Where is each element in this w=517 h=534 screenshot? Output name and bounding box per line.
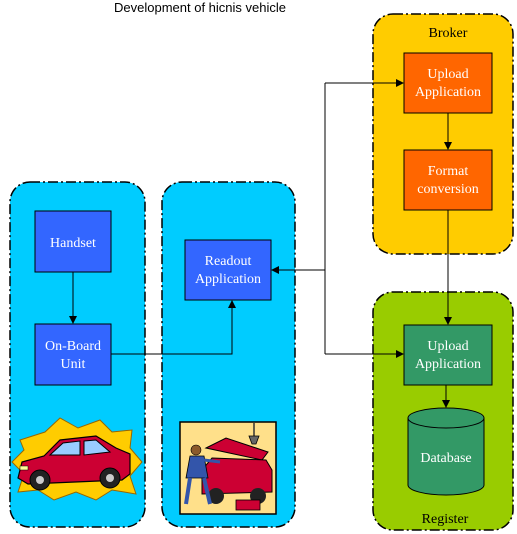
register-upload-label-line2: Application (415, 357, 481, 372)
handset-label: Handset (50, 236, 96, 251)
onboard-unit-label-line2: Unit (61, 357, 86, 372)
format-conversion-label-line2: conversion (417, 182, 478, 197)
register-upload-label-line1: Upload (427, 339, 468, 354)
register-label: Register (422, 512, 469, 527)
broker-panel (372, 13, 514, 255)
arrow-obu-to-readout (111, 300, 236, 355)
format-conversion-node (403, 149, 493, 211)
readout-application-label-line1: Readout (205, 254, 252, 269)
readout-application-label-line2: Application (195, 272, 261, 287)
onboard-unit-node (34, 323, 112, 386)
broker-upload-label-line1: Upload (427, 67, 468, 82)
database-node (407, 407, 485, 496)
mechanic-clipart-icon (179, 421, 277, 515)
car-clipart-icon (11, 417, 143, 501)
readout-application-node (184, 239, 272, 301)
format-conversion-label-line1: Format (428, 164, 469, 179)
broker-label: Broker (429, 26, 468, 41)
broker-upload-label-line2: Application (415, 85, 481, 100)
broker-upload-application-node (403, 52, 493, 114)
handset-node (34, 210, 112, 273)
onboard-unit-label-line1: On-Board (45, 339, 101, 354)
database-label: Database (420, 451, 471, 466)
register-upload-application-node (403, 324, 493, 386)
header-text: Development of hicnis vehicle (114, 0, 286, 15)
